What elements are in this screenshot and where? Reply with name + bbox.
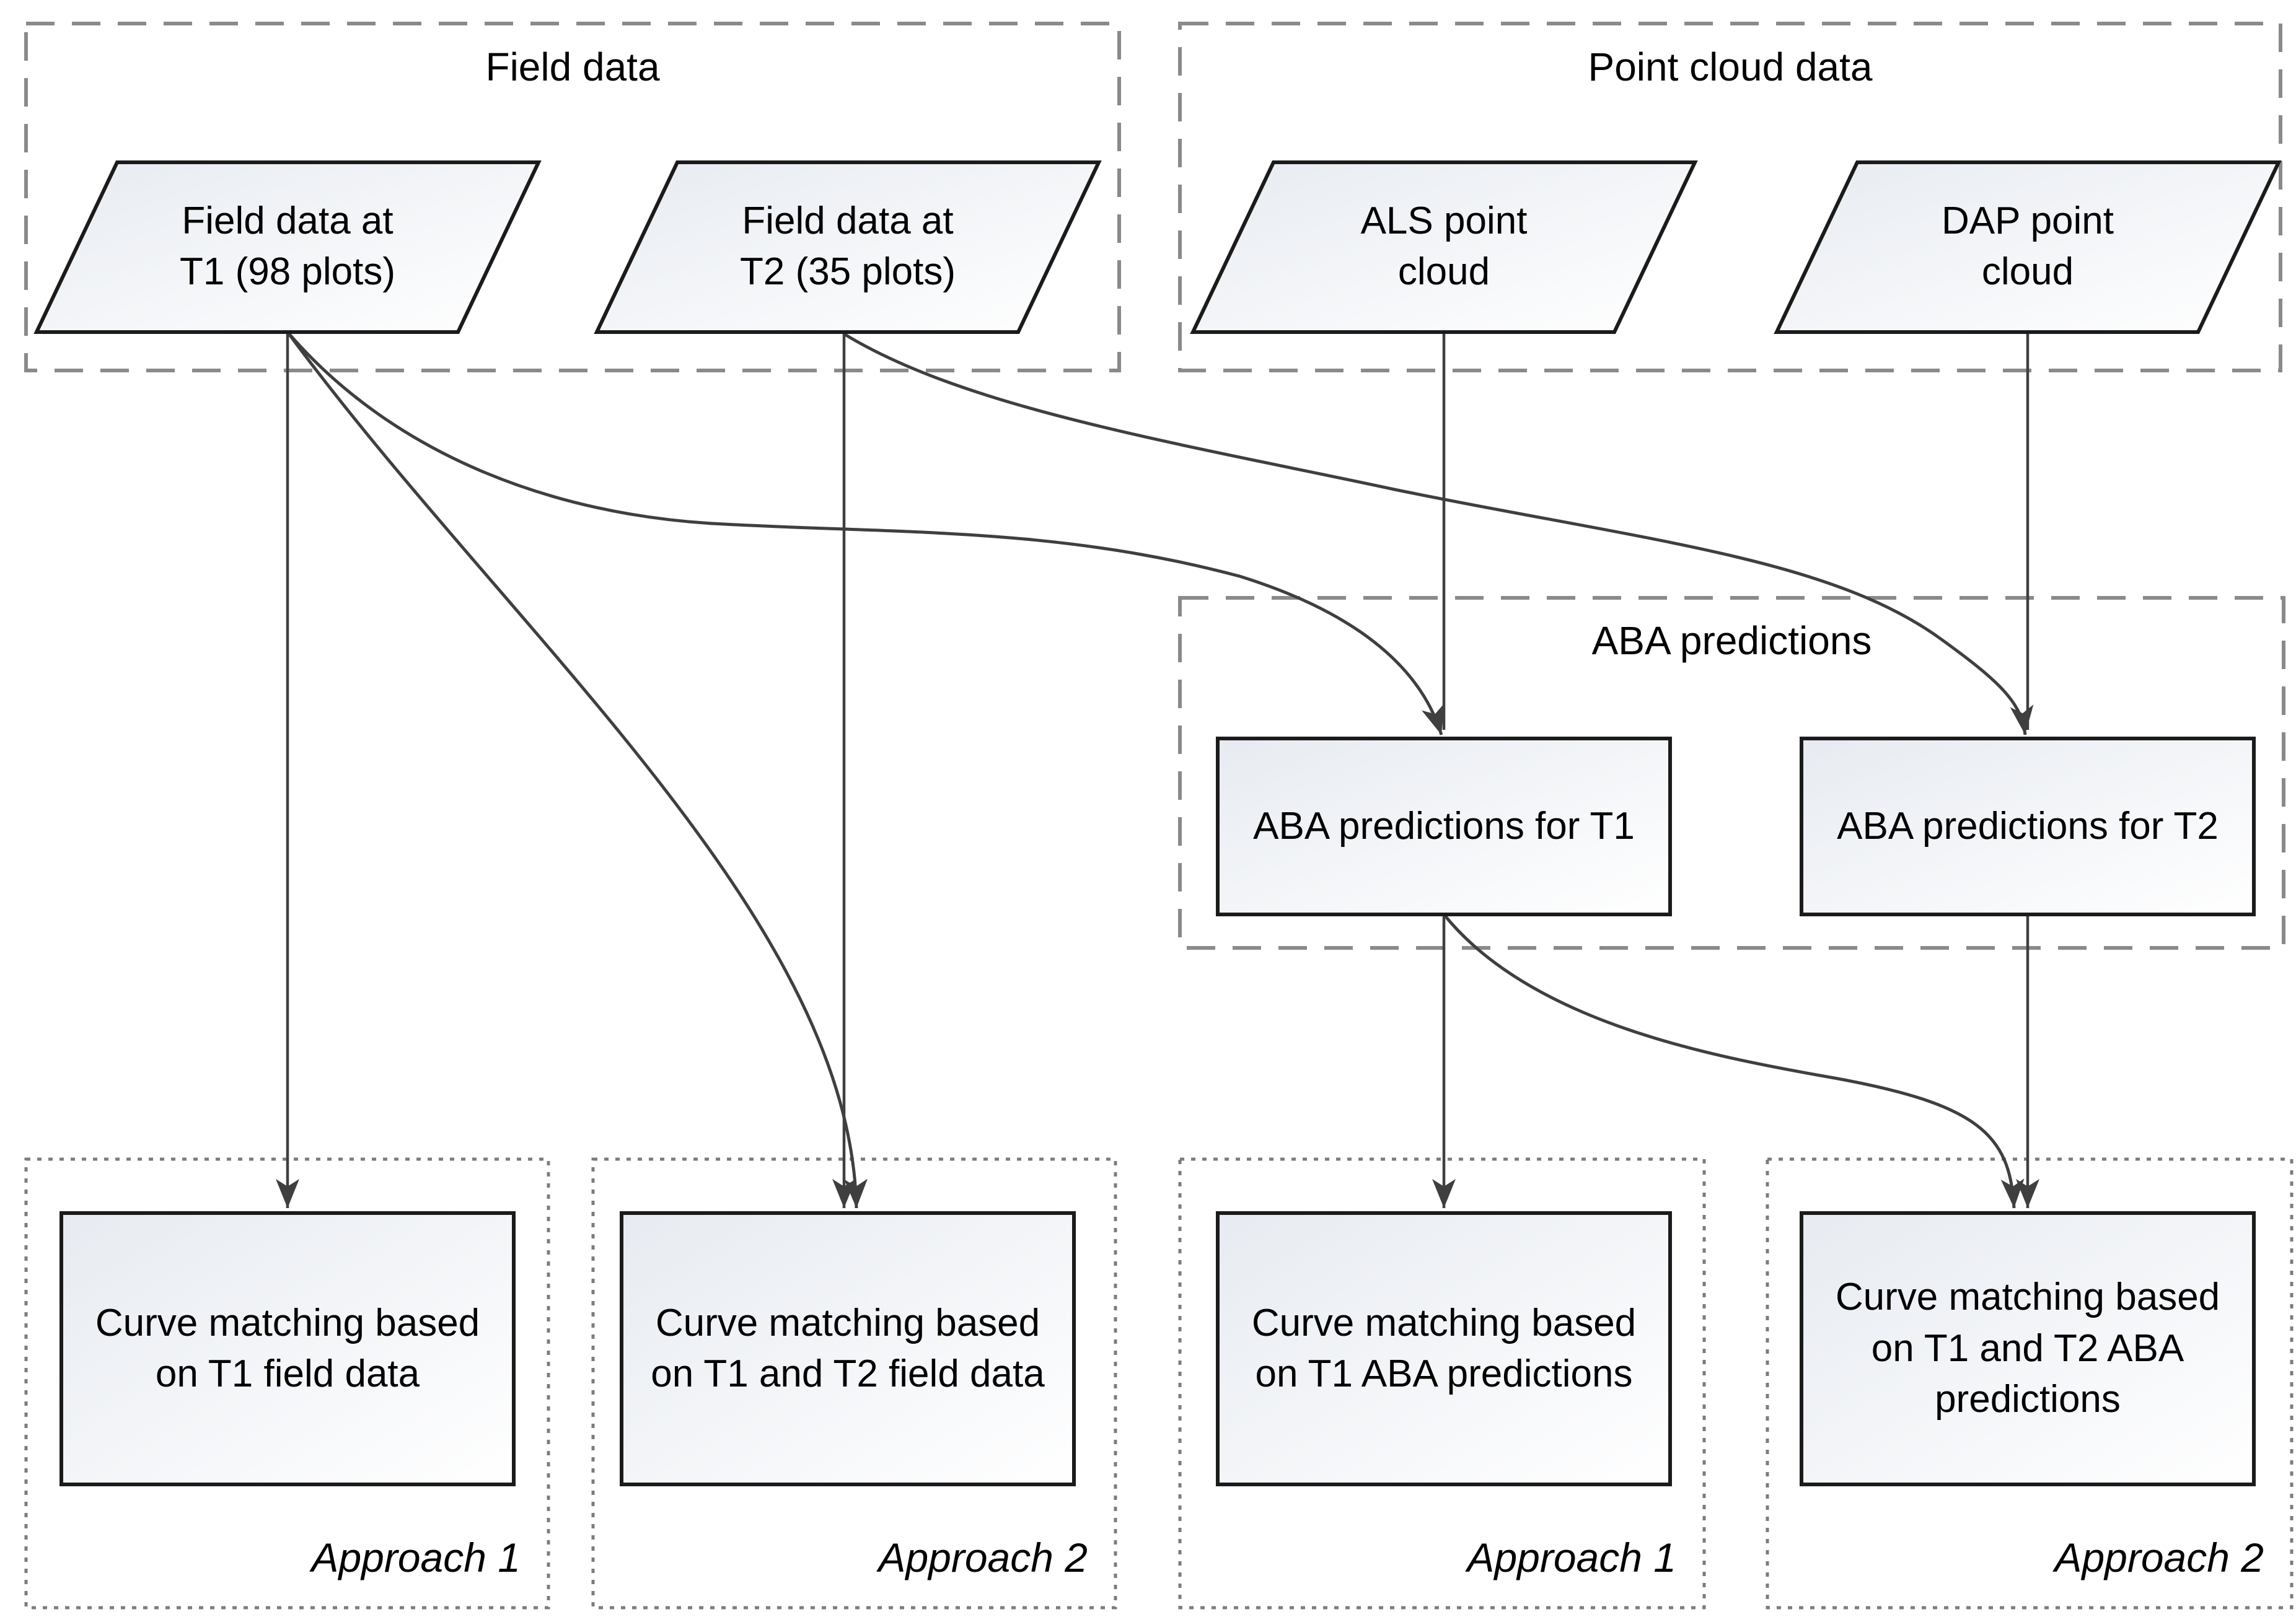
approach-box-3 [1178,1157,1706,1610]
edge-field-t2-to-aba-t2 [843,332,2034,735]
approach-label-1: Approach 1 [311,1535,521,1580]
node-label-cm-4: Curve matching based on T1 and T2 ABA pr… [1835,1276,2220,1421]
node-curve-matching-2 [620,1211,1076,1486]
approach-box-1 [24,1157,550,1610]
group-box-point-cloud-data [1178,22,2282,372]
group-box-field-data [24,22,1121,372]
node-dap-point-cloud [1774,160,2282,334]
approach-label-4: Approach 2 [2054,1535,2264,1580]
node-label-cm-3: Curve matching based on T1 ABA predictio… [1251,1301,1637,1395]
node-label-cm-1: Curve matching based on T1 field data [95,1301,480,1395]
node-label-field-t2: Field data at T2 (35 plots) [739,199,956,293]
node-field-data-t1 [33,160,542,334]
node-label-aba-t1: ABA predictions for T1 [1253,804,1635,848]
node-label-aba-t2: ABA predictions for T2 [1837,804,2219,848]
node-curve-matching-4 [1800,1211,2256,1486]
approach-box-4 [1766,1157,2294,1610]
group-title-field-data: Field data [485,45,660,89]
node-label-als-cloud: ALS point cloud [1360,199,1528,293]
approach-box-2 [591,1157,1117,1610]
node-aba-predictions-t1 [1216,737,1672,916]
edge-field-t1-to-cm-2 [286,331,868,1209]
edge-field-t1-to-aba-t1 [286,331,1445,735]
edge-aba-t1-to-cm-4 [1443,913,2025,1209]
group-title-point-cloud-data: Point cloud data [1588,45,1873,89]
node-field-data-t2 [594,160,1102,334]
node-curve-matching-3 [1216,1211,1672,1486]
node-label-dap-cloud: DAP point cloud [1941,199,2114,293]
approach-label-2: Approach 2 [878,1535,1088,1580]
approach-label-3: Approach 1 [1467,1535,1676,1580]
group-box-aba-predictions [1178,596,2285,950]
node-label-cm-2: Curve matching based on T1 and T2 field … [651,1301,1045,1395]
group-title-aba-predictions: ABA predictions [1591,618,1872,663]
node-curve-matching-1 [59,1211,516,1486]
node-als-point-cloud [1190,160,1698,334]
node-label-field-t1: Field data at T1 (98 plots) [179,199,396,293]
node-aba-predictions-t2 [1800,737,2256,916]
